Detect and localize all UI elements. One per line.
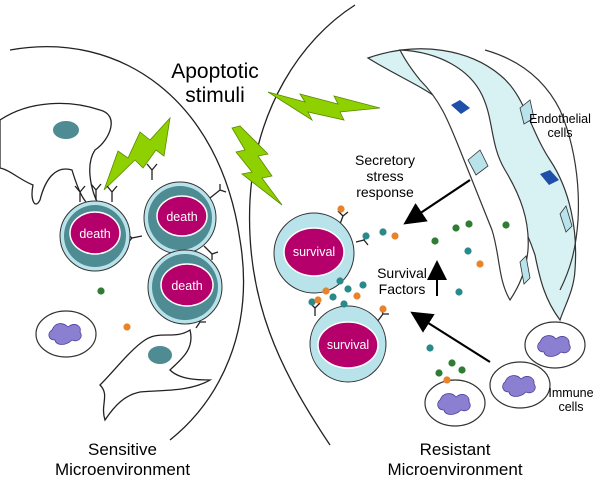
apoptotic-line-2: stimuli	[185, 84, 245, 108]
survival-label-1: survival	[293, 245, 335, 259]
immune-line-1: Immune	[548, 386, 594, 400]
lightning-bolt-center	[231, 125, 283, 206]
death-label-1: death	[79, 227, 110, 241]
immune-cell-right-3	[424, 379, 486, 427]
survival-factors-line-2: Factors	[378, 281, 426, 298]
survival-factors-label: Survival Factors	[370, 265, 434, 297]
secretory-line-1: Secretory	[355, 152, 415, 168]
endothelial-line-1: Endothelial	[529, 112, 591, 126]
endothelial-nucleus-5	[559, 205, 573, 233]
survival-receptor-dots	[308, 205, 387, 313]
endothelial-nucleus-6	[519, 255, 531, 285]
endothelial-vessel-right	[484, 49, 579, 291]
factor-dots	[97, 220, 510, 384]
death-cell-3	[147, 249, 223, 325]
stromal-nucleus-bottom	[148, 346, 172, 364]
survival-label-2: survival	[327, 338, 369, 352]
sensitive-line-2: Microenvironment	[54, 459, 191, 479]
survival-cell-2	[309, 305, 387, 383]
sensitive-line-1: Sensitive	[88, 440, 157, 459]
stromal-cell-top	[0, 102, 112, 217]
secretory-line-2: stress	[366, 168, 404, 185]
resistant-boundary	[248, 4, 356, 446]
resistant-line-1: Resistant	[419, 440, 491, 459]
apoptotic-stimuli-label: Apoptotic stimuli	[155, 60, 275, 108]
survival-factors-line-1: Survival	[377, 265, 427, 281]
immune-cell-right-2	[489, 361, 551, 409]
endothelial-nucleus-3	[467, 149, 489, 176]
endothelial-cells-label: Endothelial cells	[520, 112, 600, 141]
immune-line-2: cells	[558, 400, 584, 415]
endothelial-nucleus-4	[519, 99, 535, 125]
death-label-2: death	[166, 210, 197, 224]
death-label-3: death	[171, 279, 202, 293]
lightning-bolt-right	[267, 91, 381, 122]
resistant-line-2: Microenvironment	[387, 459, 523, 479]
endothelial-nucleus-1	[451, 100, 470, 114]
sensitive-microenvironment-label: Sensitive Microenvironment	[40, 440, 205, 479]
secretory-stress-response-label: Secretory stress response	[330, 152, 440, 200]
endothelial-line-2: cells	[547, 126, 573, 141]
immune-cells-label: Immune cells	[540, 386, 602, 415]
endothelial-nucleus-2	[540, 170, 559, 185]
death-cell-1	[59, 200, 131, 272]
endothelial-vessel-inner	[399, 49, 529, 302]
apoptotic-line-1: Apoptotic	[171, 60, 259, 83]
death-cell-2	[143, 181, 217, 255]
survival-cell-1	[273, 212, 355, 294]
secretory-arrow	[403, 179, 471, 225]
sensitive-boundary	[9, 46, 245, 441]
stromal-cell-bottom	[99, 328, 213, 422]
immune-cell-left	[35, 310, 97, 358]
receptor-group	[74, 163, 227, 329]
lightning-bolt-left	[103, 116, 171, 191]
immune-cell-right-1	[524, 321, 586, 369]
secretory-line-3: response	[356, 184, 414, 201]
resistant-microenvironment-label: Resistant Microenvironment	[365, 440, 545, 479]
stromal-nucleus-top	[53, 121, 79, 139]
immune-arrow	[410, 311, 491, 363]
